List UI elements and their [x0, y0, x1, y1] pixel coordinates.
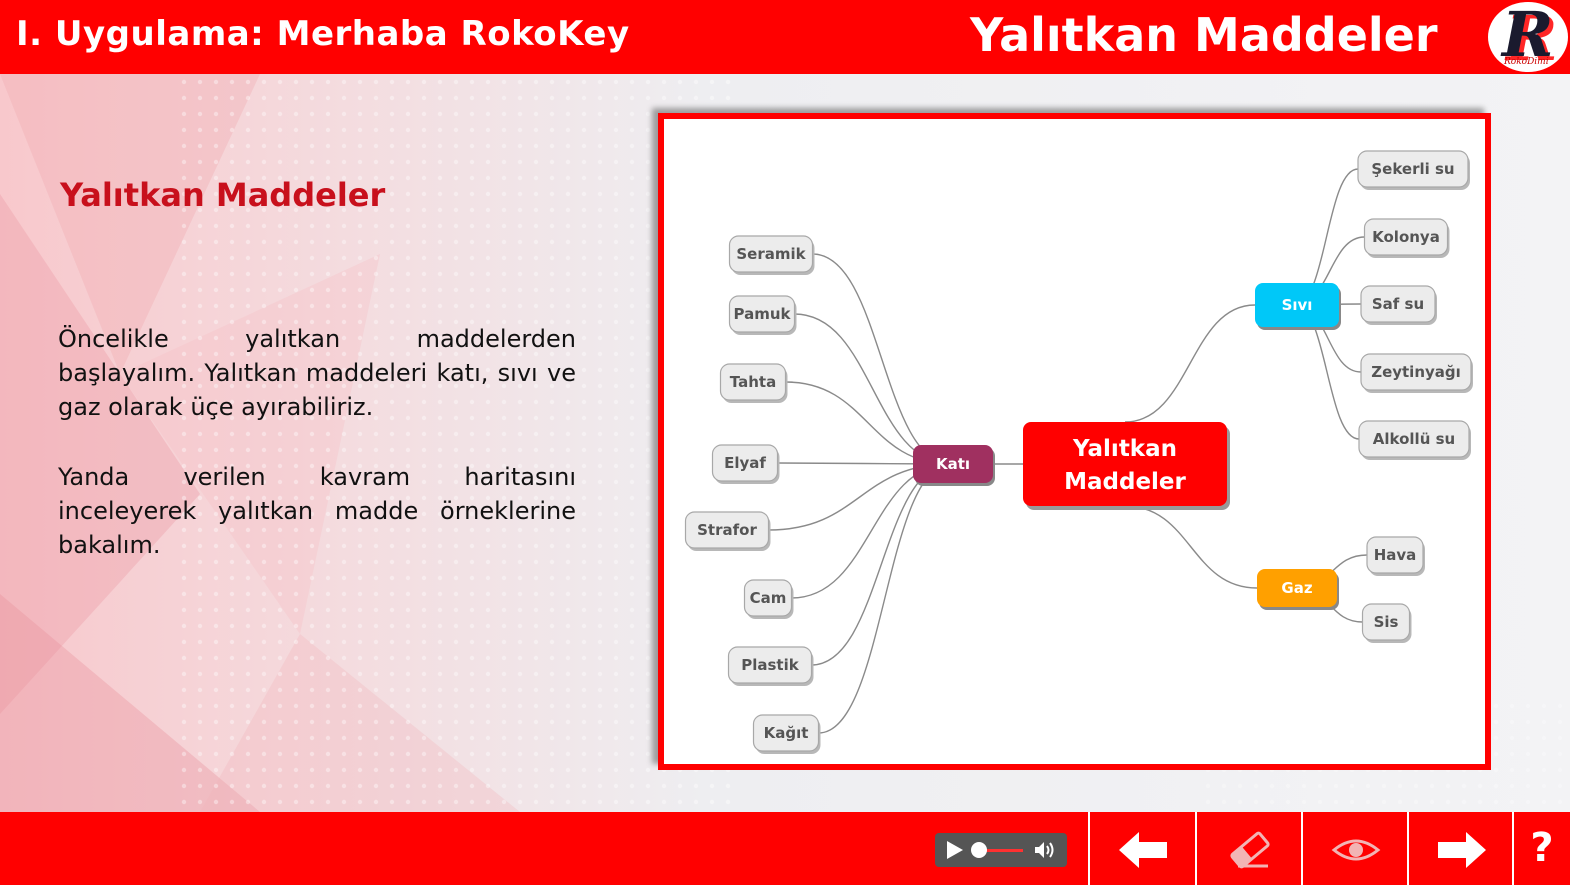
katı-item-5: Cam: [743, 579, 794, 619]
back-button[interactable]: [1088, 812, 1192, 885]
sıvı-item-4: Alkollü su: [1358, 420, 1471, 460]
logo-letter: R: [1502, 2, 1554, 71]
gaz-item-1: Sis: [1361, 603, 1412, 643]
volume-icon[interactable]: [1033, 839, 1057, 861]
help-button[interactable]: ?: [1512, 812, 1570, 885]
show-button[interactable]: [1301, 812, 1405, 885]
back-arrow-icon: [1119, 832, 1167, 868]
eraser-icon: [1230, 831, 1270, 869]
forward-arrow-icon: [1438, 832, 1486, 868]
sıvı-item-1: Kolonya: [1363, 218, 1450, 258]
sıvı-item-0: Şekerli su: [1357, 150, 1470, 190]
katı-item-6-label: Plastik: [741, 656, 799, 674]
logo-caption: RokoDimi: [1504, 57, 1549, 67]
katı-link-6: [811, 463, 952, 666]
intro-paragraph: Öncelikle yalıtkan maddelerden başlayalı…: [58, 325, 576, 421]
gaz-item-1-label: Sis: [1374, 613, 1399, 631]
eraser-button[interactable]: [1195, 812, 1299, 885]
audio-progress-knob[interactable]: [971, 842, 987, 858]
slide-title: Yalıtkan Maddeler: [970, 8, 1438, 62]
top-bar: I. Uygulama: Merhaba RokoKey Yalıtkan Ma…: [0, 0, 1570, 74]
audio-player: [935, 833, 1067, 867]
play-icon[interactable]: [947, 841, 963, 859]
gaz-node-label: Gaz: [1281, 579, 1312, 597]
katı-item-6: Plastik: [727, 646, 814, 686]
katı-item-4-label: Strafor: [697, 521, 757, 539]
katı-link-0: [812, 253, 952, 465]
center-node-line-1: Yalıtkan: [1072, 436, 1177, 462]
gaz-item-0: Hava: [1366, 536, 1425, 576]
instruction-paragraph: Yanda verilen kavram haritasını inceleye…: [58, 463, 576, 559]
katı-item-2: Tahta: [719, 363, 788, 403]
center-node-line-2: Maddeler: [1064, 469, 1186, 495]
katı-item-7: Kağıt: [752, 714, 821, 754]
background-pattern: [0, 74, 1570, 812]
katı-item-7-label: Kağıt: [764, 724, 809, 742]
katı-item-1-label: Pamuk: [734, 305, 792, 323]
katı-item-4: Strafor: [684, 511, 771, 551]
center-sıvı-link: [1124, 304, 1256, 423]
sıvı-item-2-label: Saf su: [1372, 295, 1424, 313]
katı-item-5-label: Cam: [750, 589, 787, 607]
sıvı-item-0-label: Şekerli su: [1371, 160, 1454, 178]
katı-item-0-label: Seramik: [736, 245, 806, 263]
bottom-toolbar: ?: [0, 812, 1570, 885]
katı-link-1: [794, 313, 952, 465]
center-gaz-link: [1124, 505, 1258, 589]
sıvı-item-3-label: Zeytinyağı: [1371, 363, 1461, 381]
sıvı-node-label: Sıvı: [1282, 296, 1313, 314]
katı-item-3: Elyaf: [711, 444, 780, 484]
concept-map: SeramikPamukTahtaElyafStraforCamPlastikK…: [684, 150, 1473, 754]
katı-node-label: Katı: [936, 455, 970, 473]
app-title: I. Uygulama: Merhaba RokoKey: [16, 14, 630, 54]
logo-letter-shadow: R: [1506, 2, 1558, 72]
forward-button[interactable]: [1407, 812, 1511, 885]
sıvı-node: Sıvı: [1255, 283, 1341, 330]
audio-progress-track[interactable]: [979, 849, 1023, 852]
katı-item-1: Pamuk: [728, 295, 797, 335]
katı-link-7: [818, 463, 952, 734]
sıvı-item-3: Zeytinyağı: [1360, 353, 1473, 393]
katı-node: Katı: [913, 445, 995, 486]
sıvı-item-4-label: Alkollü su: [1373, 430, 1455, 448]
sıvı-item-1-label: Kolonya: [1372, 228, 1440, 246]
eye-icon: [1331, 839, 1381, 861]
katı-item-2-label: Tahta: [730, 373, 776, 391]
rokodimi-logo: R R RokoDimi: [1488, 2, 1568, 72]
gaz-node: Gaz: [1257, 569, 1339, 610]
gaz-item-0-label: Hava: [1374, 546, 1417, 564]
katı-item-3-label: Elyaf: [724, 454, 766, 472]
section-heading: Yalıtkan Maddeler: [60, 176, 386, 214]
sıvı-item-2: Saf su: [1360, 285, 1437, 325]
katı-item-0: Seramik: [728, 235, 815, 275]
